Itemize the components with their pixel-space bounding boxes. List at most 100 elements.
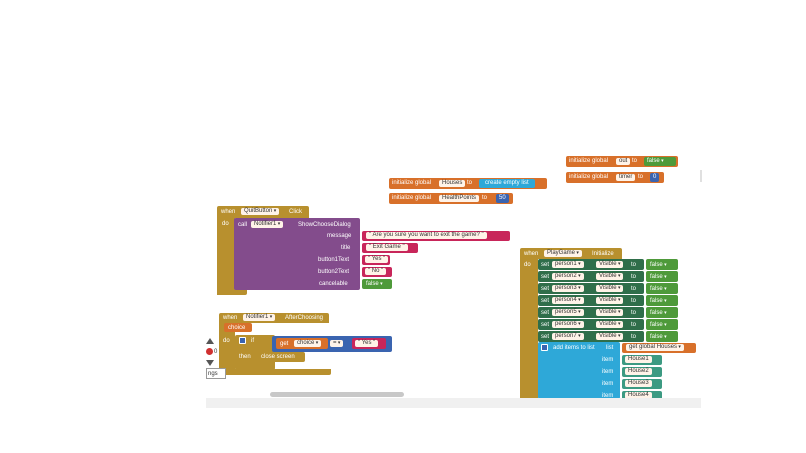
init-global-out-block[interactable]: initialize global out to false (566, 156, 678, 167)
close-screen-block[interactable]: close screen (257, 352, 305, 362)
boolean-value-block[interactable]: false (646, 307, 678, 318)
horizontal-scrollbar-thumb[interactable] (270, 392, 404, 397)
message-text-value[interactable]: " Are you sure you want to exit the game… (366, 232, 487, 239)
component-dropdown[interactable]: person7 (552, 333, 584, 340)
house-text-value[interactable]: House3 (625, 380, 652, 387)
quit-button-click-block[interactable]: when QuitButton Click (217, 206, 309, 218)
playgame-initialize-block[interactable]: when PlayGame Initialize (520, 248, 622, 259)
to-label: to (631, 274, 637, 280)
house-text-block[interactable]: House1 (622, 355, 662, 365)
get-choice-block[interactable]: get choice (276, 338, 328, 349)
boolean-value-block[interactable]: false (646, 295, 678, 306)
property-dropdown[interactable]: Visible (596, 297, 624, 304)
notifier-dropdown[interactable]: Notifier1 (251, 221, 284, 228)
variable-dropdown[interactable]: choice (294, 340, 322, 347)
yes-text-block[interactable]: " Yes " (352, 338, 386, 349)
to-label: to (631, 286, 637, 292)
variable-dropdown[interactable]: get global Houses (626, 344, 684, 351)
component-dropdown[interactable]: person1 (552, 261, 584, 268)
add-items-to-list-block[interactable]: add items to list list (538, 342, 620, 399)
title-text-value[interactable]: " Exit Game " (366, 244, 408, 251)
after-choosing-block[interactable]: when Notifier1 AfterChoosing (219, 313, 329, 323)
house-text-value[interactable]: House1 (625, 356, 652, 363)
boolean-value-block[interactable]: false (646, 331, 678, 342)
message-text-block[interactable]: " Are you sure you want to exit the game… (362, 231, 510, 241)
yes-text-value[interactable]: " Yes " (355, 340, 379, 347)
component-dropdown[interactable]: QuitButton (241, 208, 280, 215)
set-visible-block[interactable]: setperson2Visibleto (538, 271, 644, 282)
error-icon[interactable] (206, 348, 213, 355)
component-dropdown[interactable]: person4 (552, 297, 584, 304)
mutator-gear-icon[interactable] (239, 337, 246, 344)
button1-text-block[interactable]: " Yes " (362, 255, 390, 265)
boolean-value-block[interactable]: false (646, 271, 678, 282)
property-dropdown[interactable]: Visible (596, 309, 624, 316)
set-visible-block[interactable]: setperson4Visibleto (538, 295, 644, 306)
component-dropdown[interactable]: person3 (552, 285, 584, 292)
init-global-healthpoints-block[interactable]: initialize global HealthPoints to 50 (389, 193, 513, 204)
component-dropdown[interactable]: person6 (552, 321, 584, 328)
house-text-block[interactable]: House4 (622, 391, 662, 401)
do-label: do (222, 221, 229, 227)
global-name-field[interactable]: Houses (439, 180, 466, 187)
init-global-timer-block[interactable]: initialize global timer to 0 (566, 172, 664, 183)
boolean-value-block[interactable]: false (646, 283, 678, 294)
property-dropdown[interactable]: Visible (596, 333, 624, 340)
zoom-out-icon[interactable] (206, 360, 214, 366)
component-dropdown[interactable]: PlayGame (544, 250, 582, 257)
title-text-block[interactable]: " Exit Game " (362, 243, 418, 253)
set-visible-block[interactable]: setperson6Visibleto (538, 319, 644, 330)
warnings-toggle-button[interactable]: ngs (206, 368, 226, 379)
when-label: when (221, 209, 236, 215)
list-label: list (606, 345, 614, 351)
call-show-choose-dialog-block[interactable]: call Notifier1 ShowChooseDialog (234, 218, 360, 290)
component-dropdown[interactable]: person5 (552, 309, 584, 316)
get-global-houses-block[interactable]: get global Houses (622, 343, 696, 353)
property-dropdown[interactable]: Visible (596, 261, 624, 268)
component-dropdown[interactable]: person2 (552, 273, 584, 280)
vertical-scrollbar-thumb[interactable] (700, 170, 702, 182)
horizontal-scrollbar-track[interactable] (206, 398, 701, 408)
house-text-value[interactable]: House4 (625, 392, 652, 399)
boolean-value-label: false (650, 274, 667, 280)
choice-param[interactable]: choice (224, 323, 252, 332)
set-visible-block[interactable]: setperson3Visibleto (538, 283, 644, 294)
init-global-houses-block[interactable]: initialize global Houses to create empty… (389, 178, 547, 189)
cancelable-boolean-block[interactable]: false (362, 279, 392, 289)
when-label: when (524, 251, 539, 257)
get-label: get (280, 341, 289, 347)
arg-label-button1text: button1Text (318, 257, 350, 263)
button1-text-value[interactable]: " Yes " (365, 256, 389, 263)
zoom-in-icon[interactable] (206, 338, 214, 344)
set-visible-block[interactable]: setperson1Visibleto (538, 259, 644, 270)
mutator-gear-icon[interactable] (541, 344, 548, 351)
house-text-value[interactable]: House2 (625, 368, 652, 375)
boolean-value-block[interactable]: false (646, 319, 678, 330)
set-visible-block[interactable]: setperson5Visibleto (538, 307, 644, 318)
property-dropdown[interactable]: Visible (596, 273, 624, 280)
number-value[interactable]: 50 (496, 194, 509, 203)
operator-dropdown[interactable]: = (330, 340, 344, 347)
property-dropdown[interactable]: Visible (596, 285, 624, 292)
house-text-block[interactable]: House2 (622, 367, 662, 377)
house-text-block[interactable]: House3 (622, 379, 662, 389)
component-dropdown[interactable]: Notifier1 (243, 314, 276, 321)
global-name-field[interactable]: timer (616, 174, 636, 181)
button2-text-block[interactable]: " No " (362, 267, 392, 277)
after-block-footer (219, 369, 331, 375)
cancelable-value[interactable]: false (366, 281, 383, 287)
global-name-field[interactable]: out (616, 158, 631, 165)
to-label: to (631, 322, 637, 328)
to-label: to (631, 262, 637, 268)
set-visible-block[interactable]: setperson7Visibleto (538, 331, 644, 342)
arg-label-button2text: button2Text (318, 269, 350, 275)
global-name-field[interactable]: HealthPoints (439, 195, 480, 202)
boolean-value-label: false (650, 322, 667, 328)
button2-text-value[interactable]: " No " (365, 268, 387, 275)
number-value[interactable]: 0 (650, 173, 660, 182)
boolean-value-false[interactable]: false (644, 157, 676, 166)
property-dropdown[interactable]: Visible (596, 321, 624, 328)
create-empty-list-block[interactable]: create empty list (479, 179, 535, 188)
boolean-value-block[interactable]: false (646, 259, 678, 270)
compare-block[interactable]: get choice = " Yes " (272, 336, 392, 352)
